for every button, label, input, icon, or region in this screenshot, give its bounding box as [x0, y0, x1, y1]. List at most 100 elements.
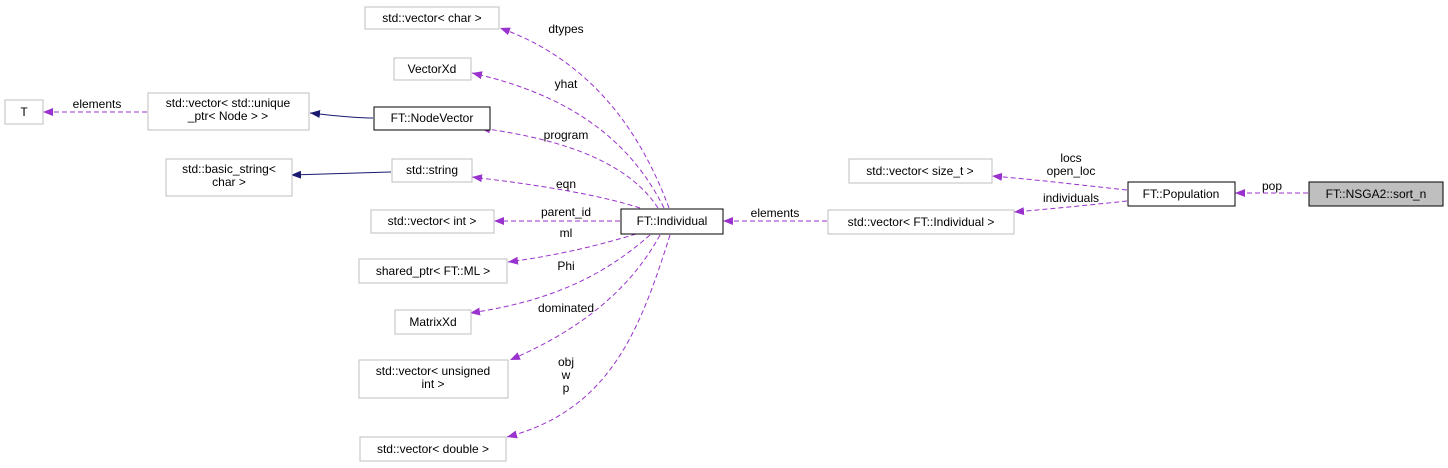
label-parent-id: parent_id: [541, 205, 591, 219]
text-line: std::vector< size_t >: [866, 164, 973, 178]
edge-program: [479, 125, 659, 209]
label-dtypes: dtypes: [548, 22, 583, 36]
label-ml: ml: [560, 226, 573, 240]
text-line: eqn: [556, 177, 576, 191]
text-line: program: [544, 128, 589, 142]
node-vector-char[interactable]: std::vector< char >: [364, 6, 500, 30]
edge-dominated: [509, 234, 661, 361]
label-phi: Phi: [557, 259, 574, 273]
node-vector-individual[interactable]: std::vector< FT::Individual >: [827, 209, 1015, 235]
edge-eqn: [471, 174, 641, 209]
svg-text:T: T: [20, 105, 28, 119]
text-line: _ptr< Node > >: [187, 109, 268, 123]
label-elements-t: elements: [73, 97, 122, 111]
text-line: FT::Population: [1143, 187, 1220, 201]
text-line: std::string: [406, 163, 458, 177]
text-line: obj: [558, 355, 574, 369]
text-line: std::vector< int >: [388, 214, 477, 228]
node-ft-individual[interactable]: FT::Individual: [620, 208, 724, 235]
label-yhat: yhat: [555, 77, 578, 91]
text-line: parent_id: [541, 205, 591, 219]
text-line: std::vector< double >: [377, 442, 489, 456]
text-line: dominated: [538, 301, 594, 315]
node-ft-nsga2-sort-n[interactable]: FT::NSGA2::sort_n: [1308, 181, 1444, 207]
label-individuals: individuals: [1043, 191, 1099, 205]
svg-text:FT::NodeVector: FT::NodeVector: [391, 111, 474, 125]
label-pop: pop: [1262, 179, 1282, 193]
node-t[interactable]: T: [4, 99, 44, 125]
edge-inherit-string: [290, 170, 392, 179]
node-shared-ptr-ml[interactable]: shared_ptr< FT::ML >: [358, 258, 508, 284]
text-line: std::vector< std::unique: [166, 96, 291, 110]
svg-text:std::vector< double >: std::vector< double >: [377, 442, 489, 456]
node-ft-population[interactable]: FT::Population: [1127, 181, 1236, 207]
text-line: elements: [73, 97, 122, 111]
text-line: open_loc: [1047, 164, 1096, 178]
text-line: std::vector< char >: [382, 11, 481, 25]
svg-text:std::vector< char >: std::vector< char >: [382, 11, 481, 25]
edge-obj-w-p: [506, 234, 671, 439]
text-line: shared_ptr< FT::ML >: [376, 264, 490, 278]
label-eqn: eqn: [556, 177, 576, 191]
text-line: p: [563, 381, 570, 395]
svg-text:std::vector< FT::Individual >: std::vector< FT::Individual >: [848, 215, 995, 229]
edge-labels: dtypes yhat elements program eqn parent_…: [73, 22, 1283, 395]
edge-individuals: [1013, 200, 1128, 216]
label-elements-individual: elements: [751, 206, 800, 220]
text-line: Phi: [557, 259, 574, 273]
node-vector-unique-ptr[interactable]: std::vector< std::unique_ptr< Node > >: [147, 92, 310, 131]
svg-text:std::vector< size_t >: std::vector< size_t >: [866, 164, 973, 178]
text-line: FT::NodeVector: [391, 111, 474, 125]
node-vectorxd[interactable]: VectorXd: [393, 57, 472, 81]
edge-dtypes: [499, 27, 670, 209]
text-line: w: [561, 368, 571, 382]
node-matrixxd[interactable]: MatrixXd: [394, 309, 472, 335]
svg-text:std::string: std::string: [406, 163, 458, 177]
svg-text:FT::Population: FT::Population: [1143, 187, 1220, 201]
svg-text:std::vector< int >: std::vector< int >: [388, 214, 477, 228]
text-line: FT::NSGA2::sort_n: [1326, 187, 1427, 201]
edge-ml: [507, 233, 637, 265]
node-vector-double[interactable]: std::vector< double >: [359, 436, 507, 462]
text-line: locs: [1060, 151, 1081, 165]
text-line: T: [20, 105, 28, 119]
svg-text:FT::NSGA2::sort_n: FT::NSGA2::sort_n: [1326, 187, 1427, 201]
edge-locs: [991, 172, 1128, 191]
nodes: std::vector< char > VectorXd T std::vect…: [4, 6, 1444, 462]
text-line: std::vector< unsigned: [376, 364, 490, 378]
node-basic-string[interactable]: std::basic_string<char >: [165, 158, 293, 197]
text-line: std::vector< FT::Individual >: [848, 215, 995, 229]
text-line: VectorXd: [408, 62, 457, 76]
text-line: dtypes: [548, 22, 583, 36]
edge-yhat: [471, 71, 665, 209]
text-line: int >: [421, 377, 444, 391]
svg-text:FT::Individual: FT::Individual: [637, 214, 708, 228]
svg-text:std::vector< std::unique_ptr<: std::vector< std::unique_ptr< Node > >: [166, 96, 291, 123]
label-dominated: dominated: [538, 301, 594, 315]
text-line: ml: [560, 226, 573, 240]
edges: [43, 27, 1308, 439]
node-vector-size-t[interactable]: std::vector< size_t >: [848, 158, 993, 184]
svg-text:std::basic_string<char >: std::basic_string<char >: [182, 162, 276, 189]
text-line: yhat: [555, 77, 578, 91]
svg-text:shared_ptr< FT::ML >: shared_ptr< FT::ML >: [376, 264, 490, 278]
node-std-string[interactable]: std::string: [391, 158, 473, 183]
node-ft-nodevector[interactable]: FT::NodeVector: [373, 106, 491, 131]
text-line: std::basic_string<: [182, 162, 276, 176]
label-program: program: [544, 128, 589, 142]
svg-text:VectorXd: VectorXd: [408, 62, 457, 76]
text-line: individuals: [1043, 191, 1099, 205]
text-line: elements: [751, 206, 800, 220]
node-vector-int[interactable]: std::vector< int >: [370, 209, 495, 234]
svg-text:MatrixXd: MatrixXd: [409, 315, 456, 329]
text-line: char >: [212, 175, 246, 189]
edge-phi: [469, 234, 651, 316]
text-line: MatrixXd: [409, 315, 456, 329]
text-line: pop: [1262, 179, 1282, 193]
text-line: FT::Individual: [637, 214, 708, 228]
